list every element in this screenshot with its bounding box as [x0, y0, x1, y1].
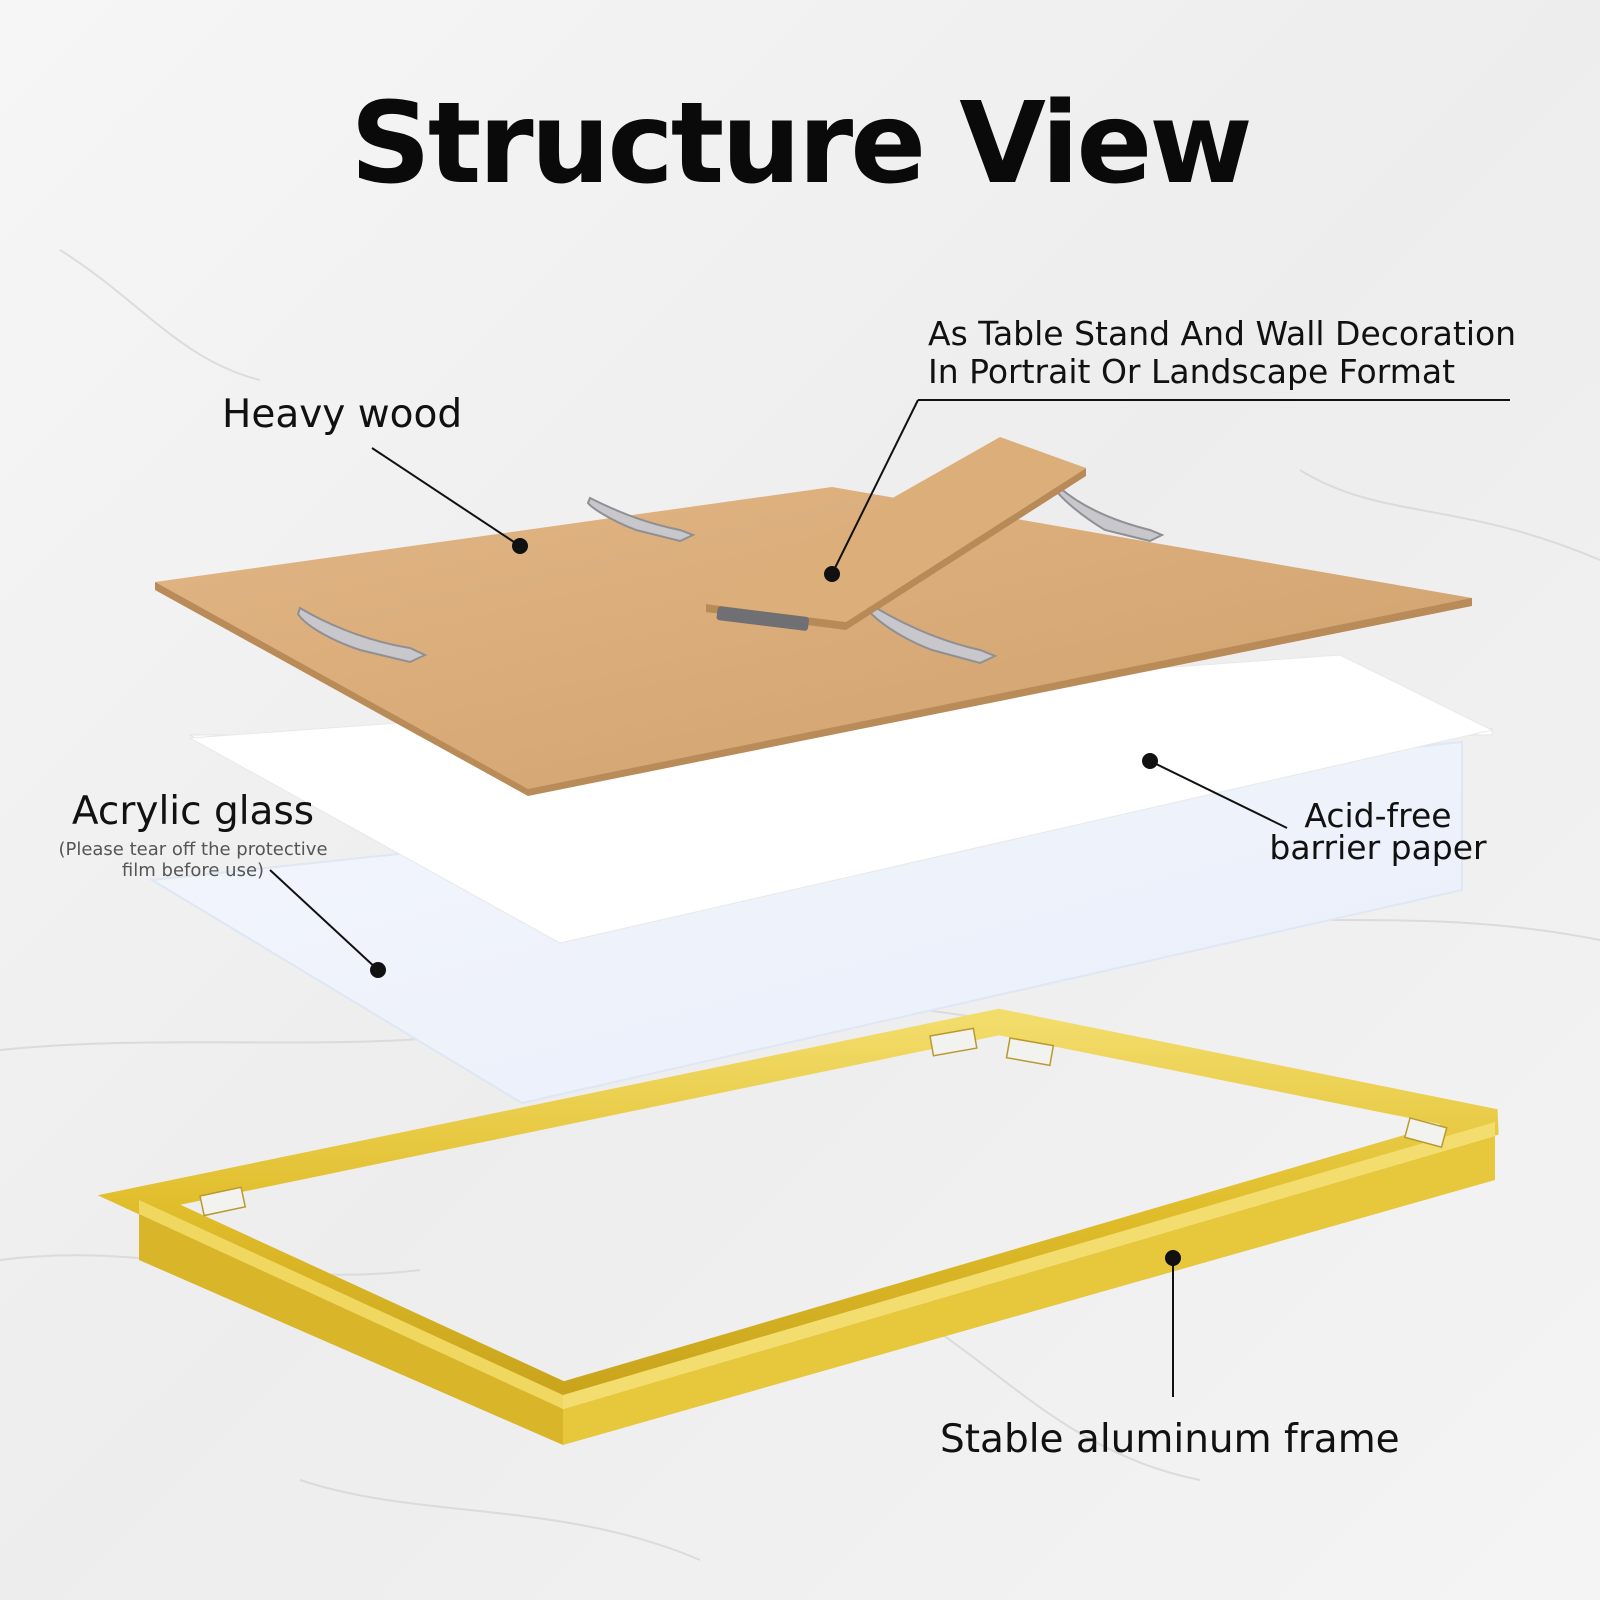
wood-backing-board: [155, 487, 1472, 789]
easel-stand-flap: [706, 437, 1086, 622]
label-barrier-paper: Acid-free barrier paper: [1258, 796, 1498, 867]
label-heavy-wood: Heavy wood: [222, 392, 463, 437]
label-acrylic-note-line2: film before use): [121, 859, 265, 881]
label-table-stand: As Table Stand And Wall Decoration In Po…: [928, 315, 1516, 391]
label-aluminum-frame: Stable aluminum frame: [940, 1417, 1400, 1462]
page-title: Structure View: [350, 79, 1253, 209]
label-paper-line2: barrier paper: [1269, 828, 1487, 867]
board-clips: [296, 486, 1165, 665]
callout-leaders: [269, 399, 1510, 1397]
label-table-stand-line1: As Table Stand And Wall Decoration: [928, 314, 1517, 353]
label-paper-line1: Acid-free: [1304, 796, 1452, 835]
easel-hinge: [716, 606, 809, 631]
label-acrylic-glass: Acrylic glass (Please tear off the prote…: [48, 789, 338, 881]
aluminum-frame: [97, 1008, 1499, 1445]
label-acrylic-main: Acrylic glass: [71, 789, 315, 834]
label-acrylic-note-line1: (Please tear off the protective: [58, 838, 328, 860]
label-table-stand-line2: In Portrait Or Landscape Format: [928, 352, 1456, 391]
